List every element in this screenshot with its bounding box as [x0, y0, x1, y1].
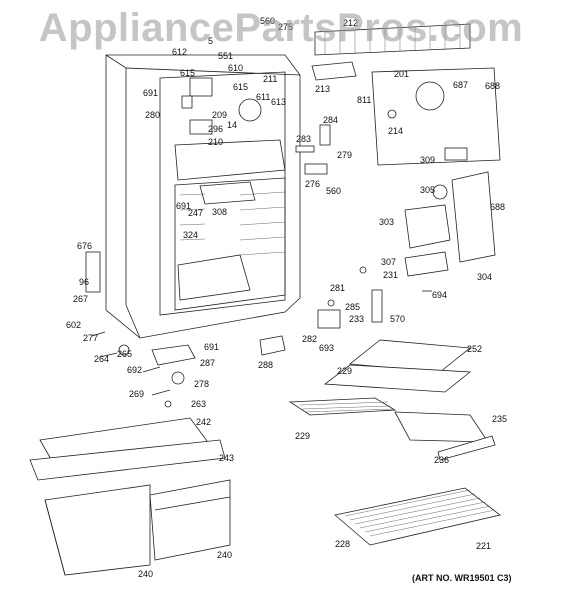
evaporator-cover-drawing: [181, 23, 501, 175]
part-label-612: 612: [172, 47, 187, 57]
part-label-560: 560: [326, 186, 341, 196]
part-label-281: 281: [330, 283, 345, 293]
part-label-214: 214: [388, 126, 403, 136]
part-label-233: 233: [349, 314, 364, 324]
part-label-5: 5: [208, 36, 213, 46]
part-label-611: 611: [256, 92, 270, 102]
part-label-14: 14: [227, 120, 237, 130]
part-label-267: 267: [73, 294, 88, 304]
part-label-551: 551: [218, 51, 233, 61]
part-label-324: 324: [183, 230, 198, 240]
part-label-308: 308: [212, 207, 227, 217]
part-label-288: 288: [258, 360, 273, 370]
part-label-275: 275: [278, 22, 293, 32]
part-label-212: 212: [343, 18, 358, 28]
part-label-688: 688: [490, 202, 505, 212]
part-label-615: 615: [180, 68, 195, 78]
part-label-287: 287: [200, 358, 215, 368]
watermark: AppliancePartsPros.com: [38, 6, 524, 50]
ice-bin-drawing: [317, 171, 496, 329]
part-label-303: 303: [379, 217, 394, 227]
part-label-560: 560: [260, 16, 275, 26]
part-label-265: 265: [117, 349, 132, 359]
crisper-drawing: [29, 417, 231, 576]
part-label-278: 278: [194, 379, 209, 389]
part-label-240: 240: [217, 550, 232, 560]
part-label-277: 277: [83, 333, 98, 343]
shelves-drawing: [288, 339, 501, 546]
part-label-282: 282: [302, 334, 317, 344]
part-label-283: 283: [296, 134, 311, 144]
part-label-615: 615: [233, 82, 248, 92]
part-label-694: 694: [432, 290, 447, 300]
part-label-688: 688: [485, 81, 500, 91]
part-label-221: 221: [476, 541, 491, 551]
part-label-252: 252: [467, 344, 482, 354]
part-label-687: 687: [453, 80, 468, 90]
part-label-229: 229: [337, 366, 352, 376]
part-label-613: 613: [271, 97, 286, 107]
part-label-692: 692: [127, 365, 142, 375]
part-label-276: 276: [305, 179, 320, 189]
art-number: (ART NO. WR19501 C3): [412, 573, 512, 583]
part-label-235: 235: [492, 414, 507, 424]
part-label-231: 231: [383, 270, 398, 280]
part-label-285: 285: [345, 302, 360, 312]
part-label-243: 243: [219, 453, 234, 463]
part-label-691: 691: [143, 88, 158, 98]
part-label-309: 309: [420, 155, 435, 165]
part-label-279: 279: [337, 150, 352, 160]
part-label-296: 296: [208, 124, 223, 134]
part-label-213: 213: [315, 84, 330, 94]
part-label-570: 570: [390, 314, 405, 324]
part-label-284: 284: [323, 115, 338, 125]
part-label-691: 691: [204, 342, 219, 352]
part-label-201: 201: [394, 69, 409, 79]
part-label-210: 210: [208, 137, 223, 147]
cabinet-drawing: [85, 54, 301, 408]
part-label-811: 811: [357, 95, 371, 105]
part-label-602: 602: [66, 320, 81, 330]
part-label-96: 96: [79, 277, 89, 287]
part-label-691: 691: [176, 201, 191, 211]
part-label-247: 247: [188, 208, 203, 218]
part-label-693: 693: [319, 343, 334, 353]
part-label-676: 676: [77, 241, 92, 251]
part-label-264: 264: [94, 354, 109, 364]
part-label-280: 280: [145, 110, 160, 120]
part-label-228: 228: [335, 539, 350, 549]
part-label-240: 240: [138, 569, 153, 579]
part-label-236: 236: [434, 455, 449, 465]
part-label-263: 263: [191, 399, 206, 409]
part-label-229: 229: [295, 431, 310, 441]
part-label-305: 305: [420, 185, 435, 195]
part-label-304: 304: [477, 272, 492, 282]
part-label-242: 242: [196, 417, 211, 427]
part-label-211: 211: [263, 74, 277, 84]
part-label-307: 307: [381, 257, 396, 267]
part-label-209: 209: [212, 110, 227, 120]
part-label-610: 610: [228, 63, 243, 73]
part-label-269: 269: [129, 389, 144, 399]
